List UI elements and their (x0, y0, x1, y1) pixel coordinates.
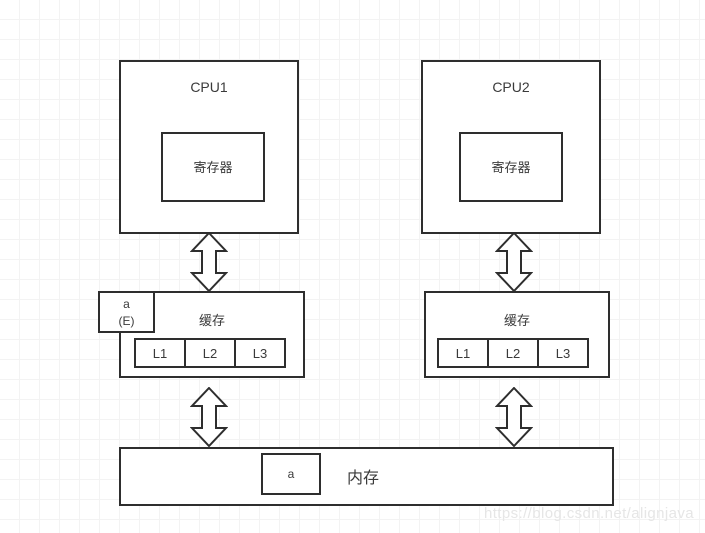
cache-left-level-l1[interactable]: L1 (134, 338, 186, 368)
cpu2-label: CPU2 (492, 79, 530, 95)
cpu2-register-label: 寄存器 (491, 160, 531, 175)
cache-right-level-l2[interactable]: L2 (487, 338, 539, 368)
memory-box[interactable]: 内存 (119, 447, 614, 506)
cpu1-register-box[interactable]: 寄存器 (161, 132, 265, 202)
cache-right-label: 缓存 (503, 313, 530, 328)
cpu2-cache-arrow (494, 231, 534, 297)
cache-left-variable-flag[interactable]: a (E) (98, 291, 155, 333)
memory-label: 内存 (347, 470, 380, 487)
cpu1-cache-arrow (189, 231, 229, 297)
cache-left-variable-state: (E) (118, 313, 135, 328)
watermark-text: https://blog.csdn.net/alignjava (484, 505, 695, 522)
memory-variable-cell[interactable]: a (261, 453, 321, 495)
cpu2-box[interactable]: CPU2 (421, 60, 601, 234)
cache-left-level-l3[interactable]: L3 (234, 338, 286, 368)
cache-left-levels: L1 L2 L3 (134, 338, 286, 368)
cpu2-register-box[interactable]: 寄存器 (459, 132, 563, 202)
cache-right-level-l1[interactable]: L1 (437, 338, 489, 368)
cache-left-memory-arrow (189, 386, 229, 452)
cpu1-register-label: 寄存器 (193, 160, 233, 175)
cache-right-level-l3[interactable]: L3 (537, 338, 589, 368)
cache-left-label: 缓存 (198, 313, 225, 328)
cache-left-level-l2[interactable]: L2 (184, 338, 236, 368)
cpu1-label: CPU1 (190, 79, 228, 95)
cache-left-variable-name: a (123, 296, 130, 311)
cache-right-levels: L1 L2 L3 (437, 338, 589, 368)
memory-variable-name: a (287, 467, 295, 481)
cache-right-memory-arrow (494, 386, 534, 452)
